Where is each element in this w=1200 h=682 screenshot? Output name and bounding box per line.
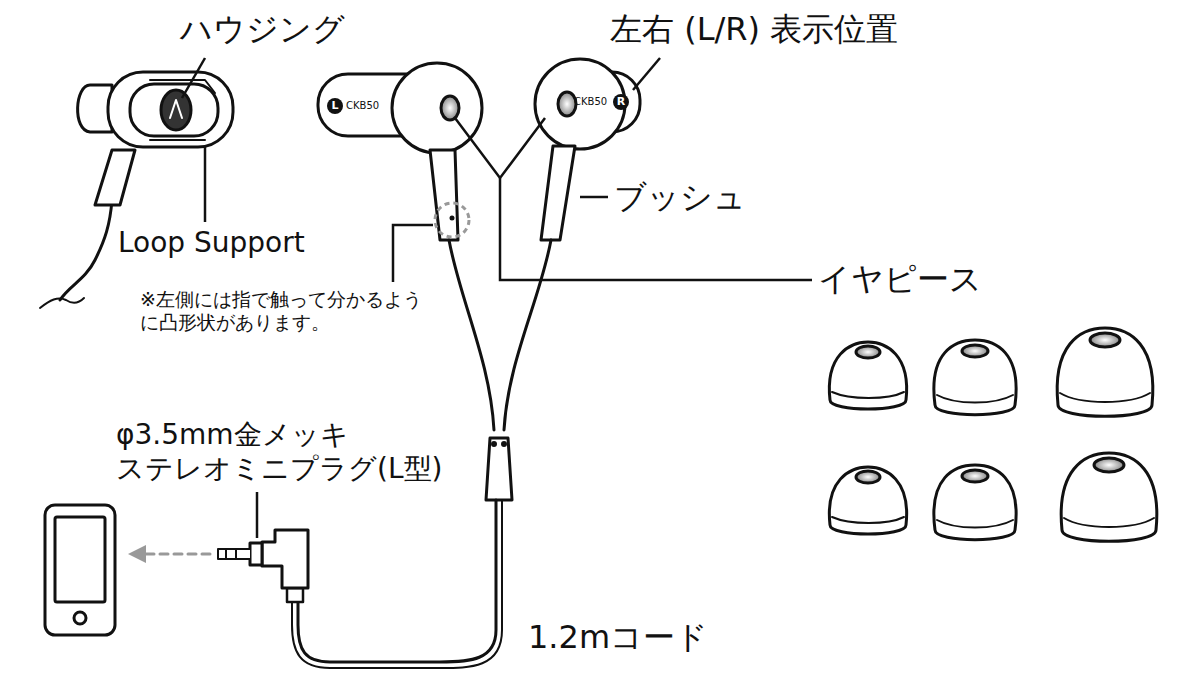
model-name: CKB50 (574, 96, 607, 108)
player-device (45, 505, 115, 635)
part-name: ブッシュ (614, 178, 746, 216)
bump-highlight (435, 203, 469, 237)
note: ※左側には指で触って分かるように凸形状があります。 (140, 288, 440, 334)
part-name: Loop Support (118, 226, 378, 260)
side-mark: R (617, 95, 625, 108)
arrow-head (128, 545, 146, 563)
left-earphone (318, 63, 482, 240)
mini-plug (218, 530, 308, 602)
model-name: CKB50 (346, 100, 379, 112)
bump (450, 216, 455, 221)
part-name: イヤピース (818, 260, 982, 298)
r-mark-circle (613, 94, 629, 110)
side-mark: L (331, 99, 338, 112)
side-view-earphone (40, 72, 233, 308)
part-name: φ3.5mm金メッキ ステレオミニプラグ(L型) (116, 418, 496, 485)
part-name: ハウジング (180, 10, 345, 48)
part-name: 1.2mコード (528, 618, 708, 656)
part-name: 左右 (L/R) 表示位置 (610, 10, 898, 48)
ear-pieces (829, 328, 1156, 541)
l-mark-circle (327, 98, 343, 114)
dashed-arrow (145, 553, 210, 556)
